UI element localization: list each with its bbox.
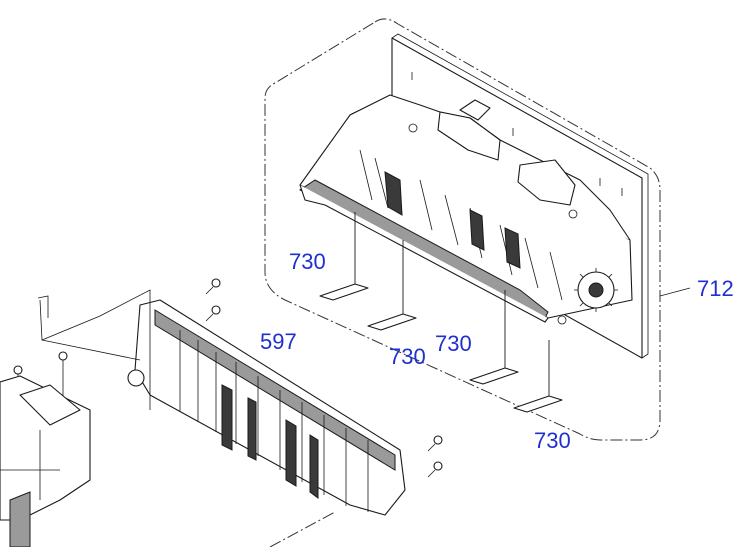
label-pad-3: 730 (435, 331, 472, 356)
label-pad-1: 730 (289, 249, 326, 274)
leader-lines (354, 212, 691, 396)
label-frame-assembly: 712 (697, 276, 734, 301)
pad-3 (469, 367, 519, 385)
frame-assembly-712 (299, 33, 649, 359)
assembly-boundary (264, 18, 661, 441)
screw-3 (427, 435, 443, 452)
label-pad-4: 730 (534, 428, 571, 453)
screws (13, 278, 443, 478)
screw-2 (205, 305, 221, 322)
screw-1 (205, 278, 221, 295)
lower-left-housing (0, 375, 91, 547)
pads-730 (319, 283, 563, 413)
pad-4 (513, 395, 563, 413)
screw-4 (427, 461, 443, 478)
label-paper-guide: 597 (260, 329, 297, 354)
paper-guide-597 (127, 299, 406, 516)
label-pad-2: 730 (389, 344, 426, 369)
pad-2 (367, 313, 417, 331)
wire-bracket (37, 289, 151, 410)
pad-1 (319, 283, 369, 301)
